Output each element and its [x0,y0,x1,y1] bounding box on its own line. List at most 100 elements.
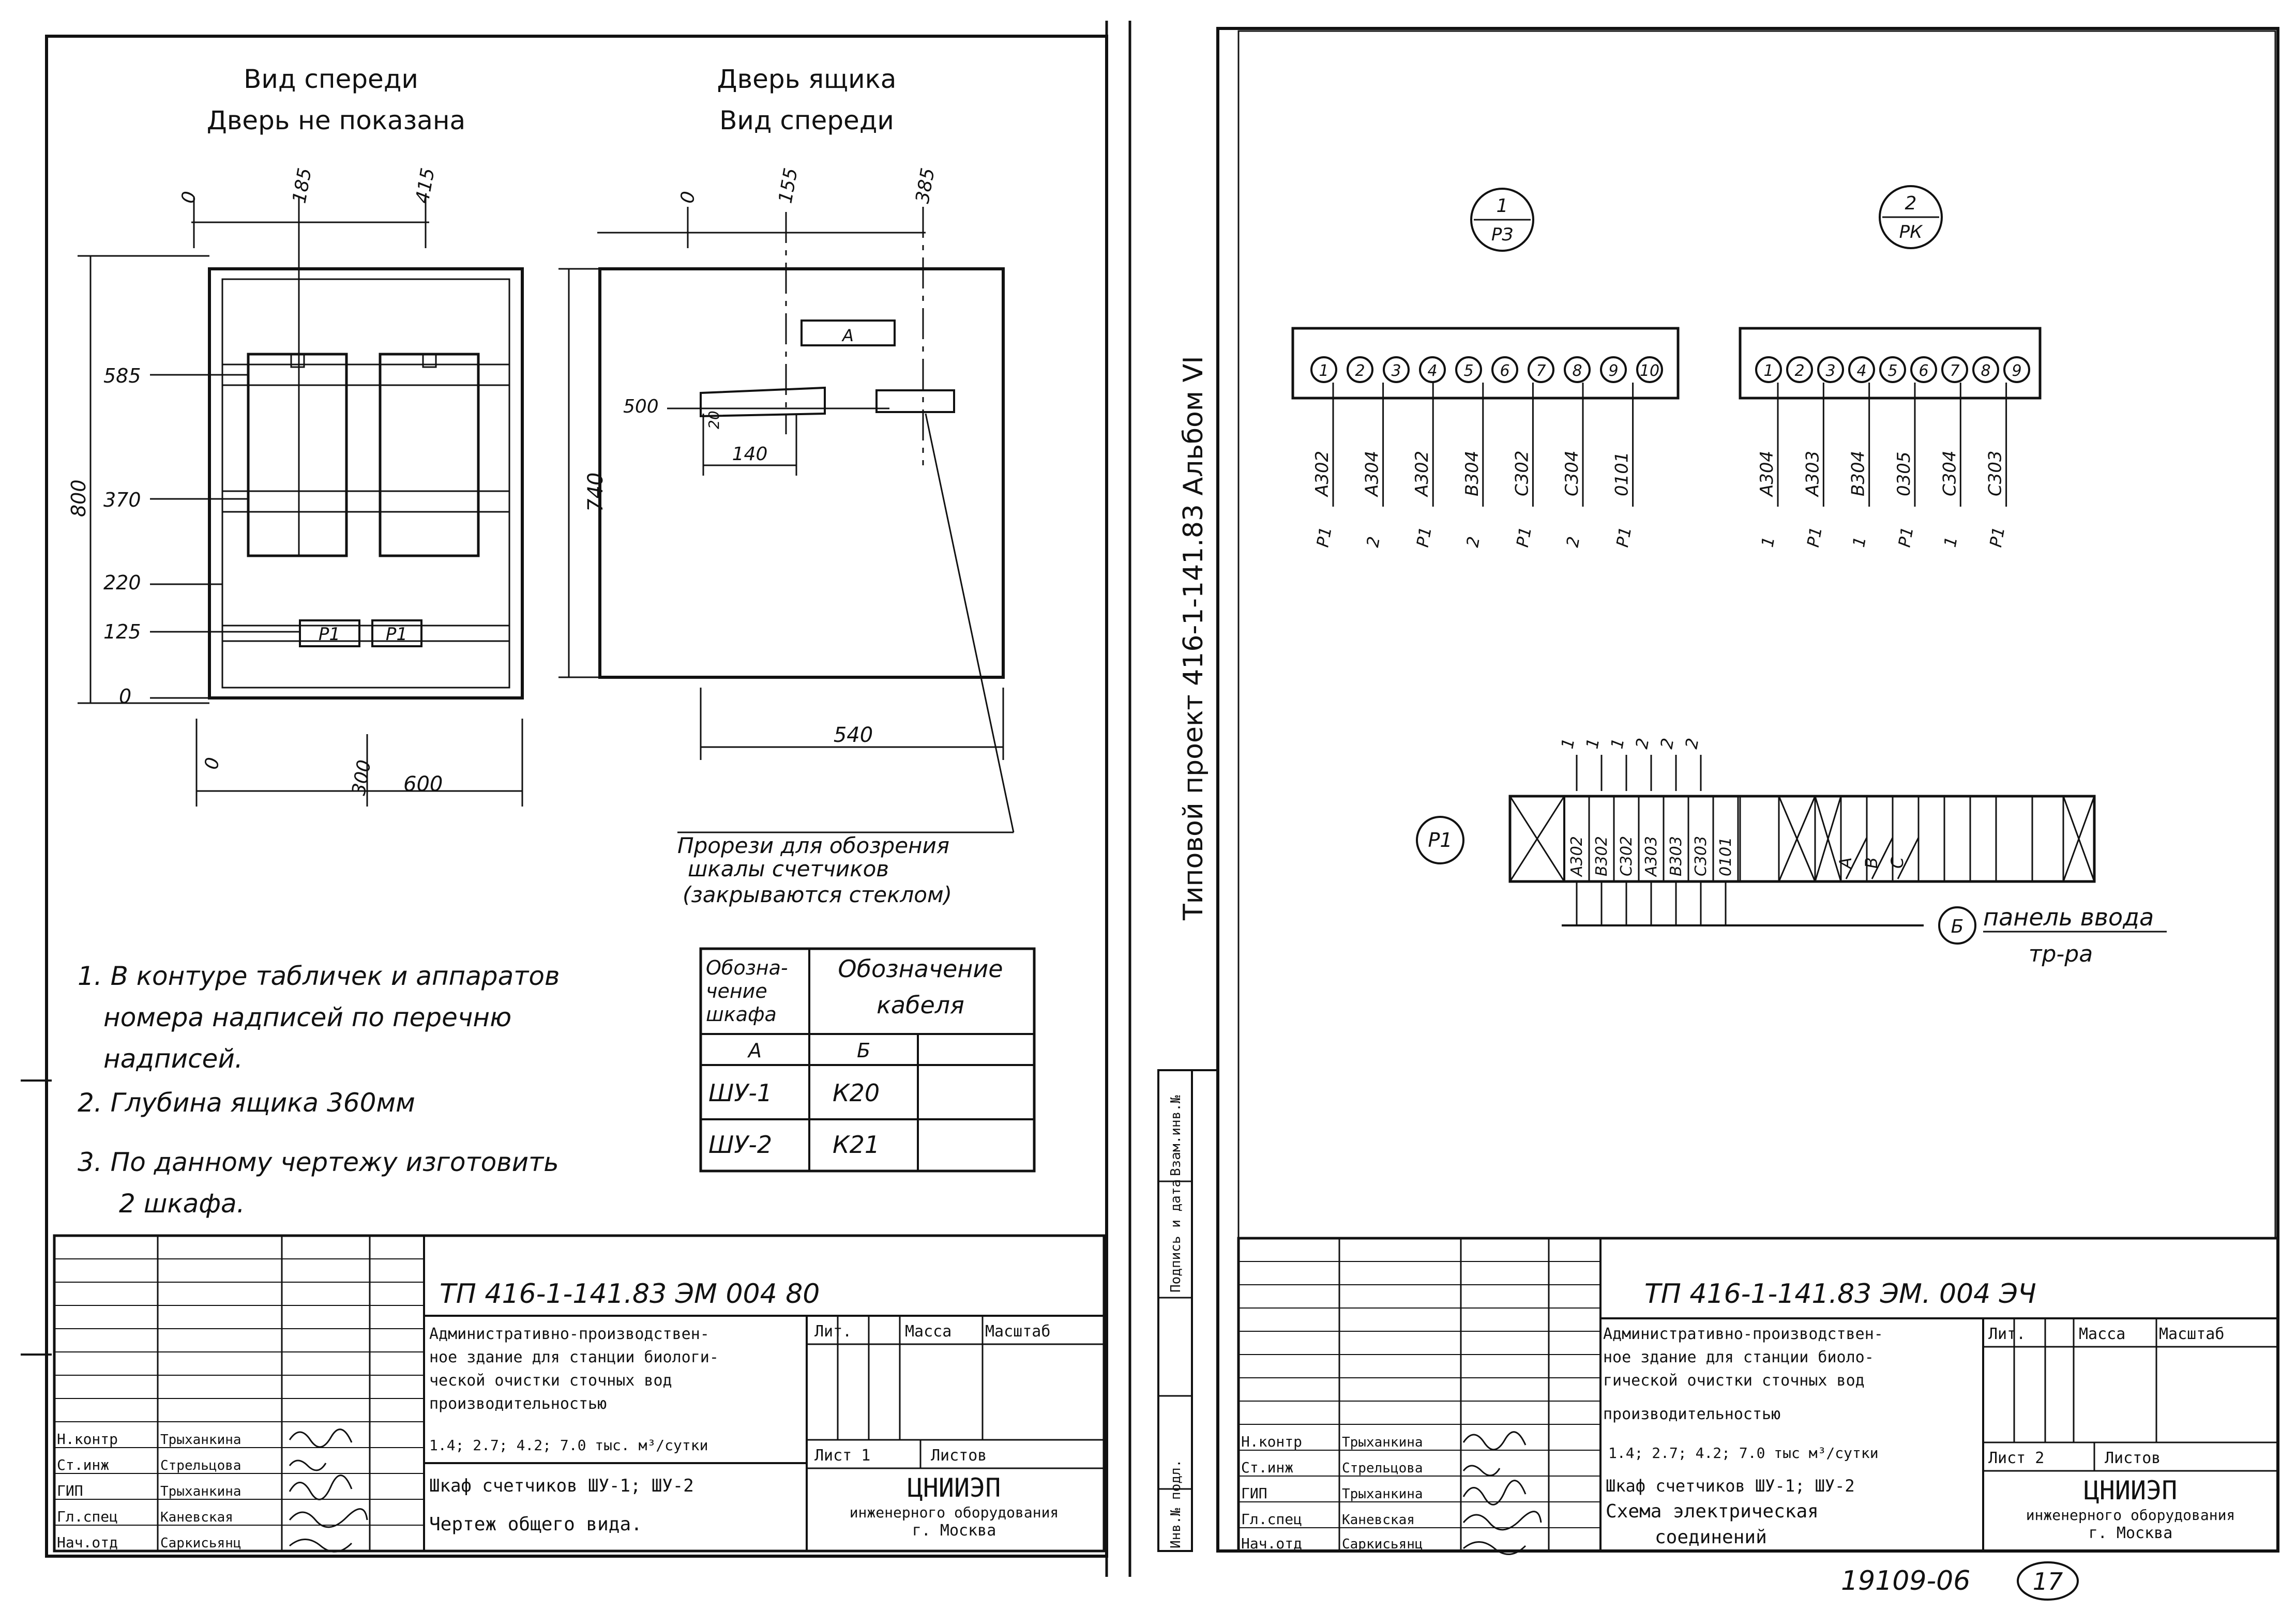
door-view-subtitle: Вид спереди [719,105,894,135]
wire-label: С304 [1562,450,1582,496]
terminal-1-number: 1 [1319,362,1328,380]
left-role-4: Гл.спец [57,1508,118,1525]
right-desc-1: Административно-производствен- [1603,1325,1883,1343]
strip-cell-label: В303 [1667,836,1685,876]
strip-cell-label: А302 [1568,836,1586,877]
dim-height-800: 800 [67,479,90,517]
wire-label: А303 [1802,451,1823,497]
right-inner-frame [1237,30,2276,1239]
left-org-2: инженерного оборудования [850,1504,1059,1521]
right-signatures [1462,1431,1542,1555]
right-desc-3: гической очистки сточных вод [1603,1372,1865,1390]
terminal-5-number: 5 [1463,362,1473,380]
right-name-4: Каневская [1342,1512,1415,1528]
margin-stamp-strip [1157,1069,1218,1552]
cable-table [699,947,1036,1173]
right-item-1: Шкаф счетчиков ШУ-1; ШУ-2 [1606,1476,1855,1496]
right-role-1: Н.контр [1241,1433,1302,1450]
cable-table-r1-c2: К20 [833,1079,880,1107]
front-view-title: Вид спереди [244,64,418,94]
panel-label-p1-a: P1 [319,624,340,645]
strip-device-circle [1416,816,1464,864]
device-marker-2-top: 2 [1905,193,1917,214]
left-desc-1: Административно-производствен- [429,1325,709,1343]
left-role-3: ГИП [57,1482,83,1499]
terminal-block-2 [1739,327,2042,400]
wire-group-label: Р1 [1513,525,1535,549]
terminal-7-number: 7 [1536,362,1546,380]
door-dim-500: 500 [623,396,659,417]
strip-cross [1778,796,1816,882]
terminal-3 [1383,356,1410,383]
door-plate-a: A [841,326,854,345]
cable-table-r2-c2: К21 [833,1131,880,1159]
terminal-1-number: 1 [1763,362,1773,380]
wire-group-label: Р1 [1986,525,2008,549]
wire-group-label: Р1 [1803,525,1826,549]
album-side-title: Типовой проект 416-1-141.83 Альбом VI [1178,356,1209,921]
note-3a: 3. По данному чертежу изготовить [78,1147,559,1177]
wire-label: 0101 [1612,451,1633,496]
device-marker-2-bot: РК [1899,222,1924,242]
right-role-4: Гл.спец [1241,1511,1302,1528]
right-desc-5: 1.4; 2.7; 4.2; 7.0 тыс м³/сутки [1608,1444,1879,1462]
right-header-scale: Масштаб [2159,1325,2224,1343]
door-dim-140: 140 [732,444,768,465]
terminal-5-number: 5 [1887,362,1897,380]
left-desc-4: производительностью [429,1395,607,1413]
terminal-7-number: 7 [1950,362,1959,380]
terminal-8 [1564,356,1591,383]
wire-group-label: 1 [1849,535,1870,549]
right-title-block [1237,1237,2279,1553]
strip-right-label: А [1836,857,1855,870]
dim-left-125: 125 [103,620,141,643]
wire-group-label: 2 [1562,535,1583,549]
device-marker-1-bot: РЗ [1491,224,1513,245]
left-org-3: г. Москва [912,1522,996,1540]
terminal-block-1 [1291,327,1680,400]
right-header-mass: Масса [2079,1325,2125,1343]
cable-b-text-1: панель ввода [1983,903,2154,931]
right-role-3: ГИП [1241,1485,1267,1502]
right-name-3: Трыханкина [1342,1486,1423,1502]
terminal-2-number: 2 [1794,362,1804,380]
margin-label-sign: Подпись и дата [1168,1179,1184,1292]
terminal-6 [1491,356,1518,383]
left-title-block [21,1079,1106,1553]
wire-group-label: Р1 [1312,525,1335,549]
terminal-5 [1879,356,1906,383]
wire-label: С303 [1985,450,2006,496]
cable-table-h1c: шкафа [706,1003,777,1026]
left-desc-5: 1.4; 2.7; 4.2; 7.0 тыс. м³/сутки [429,1437,708,1454]
door-dim-540: 540 [834,723,873,747]
terminal-5 [1455,356,1482,383]
dim-bottom-600: 600 [403,772,443,796]
left-name-3: Трыханкина [160,1484,241,1499]
device-marker-1-top: 1 [1497,195,1508,217]
front-view-dimensions [78,196,523,807]
strip-cell-label: С303 [1692,836,1710,876]
front-view-cabinet [208,196,524,699]
callout-line-1: Прорези для обозрения [677,833,949,858]
margin-label-inv: Инв.№ подл. [1168,1459,1184,1548]
cable-table-h1a: Обозна- [706,956,788,979]
margin-label-replace: Взам.инв.№ [1168,1095,1184,1176]
left-drawing-code: ТП 416-1-141.83 ЭМ 004 80 [440,1279,820,1310]
terminal-8-number: 8 [1981,362,1990,380]
right-name-1: Трыханкина [1342,1435,1423,1450]
dim-left-220: 220 [103,571,141,594]
dim-top-185: 185 [289,166,315,205]
strip-mark: 2 [1656,737,1678,751]
terminal-8 [1972,356,1999,383]
left-role-2: Ст.инж [57,1456,109,1473]
left-name-1: Трыханкина [160,1432,241,1448]
strip-mark: 2 [1681,737,1702,751]
door-dim-top-385: 385 [912,166,939,205]
device-marker-1 [1470,188,1534,252]
door-dim-top-155: 155 [775,166,802,205]
terminal-10-number: 10 [1640,362,1659,380]
wire-group-label: Р1 [1413,525,1436,549]
